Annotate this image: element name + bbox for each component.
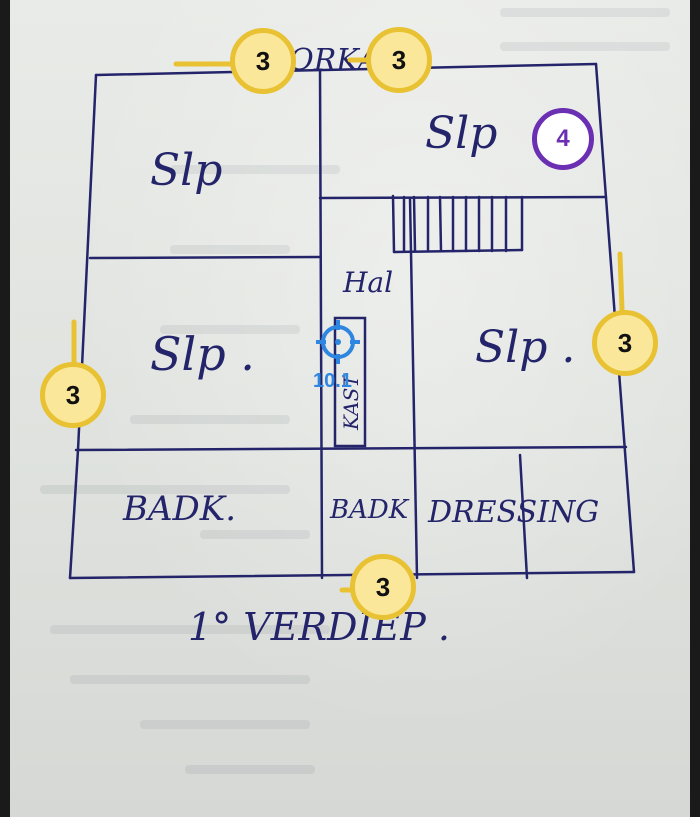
bleed-line	[140, 720, 310, 729]
badge-3-right[interactable]: 3	[592, 310, 658, 376]
wall-hall-right	[408, 196, 419, 580]
bleed-line	[160, 325, 300, 334]
wall-dressing-divider	[518, 453, 529, 580]
badge-3-left[interactable]: 3	[40, 362, 106, 428]
bleed-line	[40, 485, 290, 494]
wall-left-lower	[68, 448, 80, 580]
room-label-badk: BADK.	[122, 489, 236, 529]
room-label-kast: KAST	[339, 373, 363, 431]
bleed-line	[500, 8, 670, 17]
crosshair-center	[335, 339, 341, 345]
stair-step	[412, 195, 417, 253]
bleed-line	[50, 625, 330, 634]
floor-label: 1° VERDIEP .	[188, 605, 450, 649]
room-label-badk: BADK	[329, 495, 410, 525]
badge-3-top-left[interactable]: 3	[230, 28, 296, 94]
bleed-line	[170, 245, 290, 254]
target-label: 10.1	[313, 370, 352, 392]
stair-step	[438, 195, 443, 253]
room-label-dressing: DRESSING	[427, 495, 599, 530]
bleed-line	[200, 530, 310, 539]
stair-edge	[392, 248, 524, 254]
room-label-slp: Slp	[425, 108, 497, 159]
wall-bath-horizontal	[74, 445, 628, 452]
callout-line	[617, 251, 625, 313]
stair-edge	[391, 194, 396, 254]
bleed-line	[185, 765, 315, 774]
bleed-line	[170, 165, 340, 174]
crosshair-icon	[316, 320, 360, 364]
wall-left-horizontal	[88, 255, 322, 260]
badge-4[interactable]: 4	[532, 108, 594, 170]
room-label-hal: Hal	[342, 266, 393, 299]
badge-3-top-right[interactable]: 3	[366, 27, 432, 93]
wall-right-horizontal	[318, 195, 608, 200]
room-label-slp: Slp .	[150, 327, 255, 381]
badge-3-bottom[interactable]: 3	[350, 554, 416, 620]
kast-outline	[333, 316, 367, 448]
bleed-line	[70, 675, 310, 684]
bleed-line	[130, 415, 290, 424]
bleed-line	[500, 42, 670, 51]
room-label-slp: Slp	[150, 145, 222, 196]
wall-top	[94, 62, 598, 77]
wall-center-vertical	[318, 68, 324, 580]
room-label-slp: Slp .	[475, 322, 575, 373]
